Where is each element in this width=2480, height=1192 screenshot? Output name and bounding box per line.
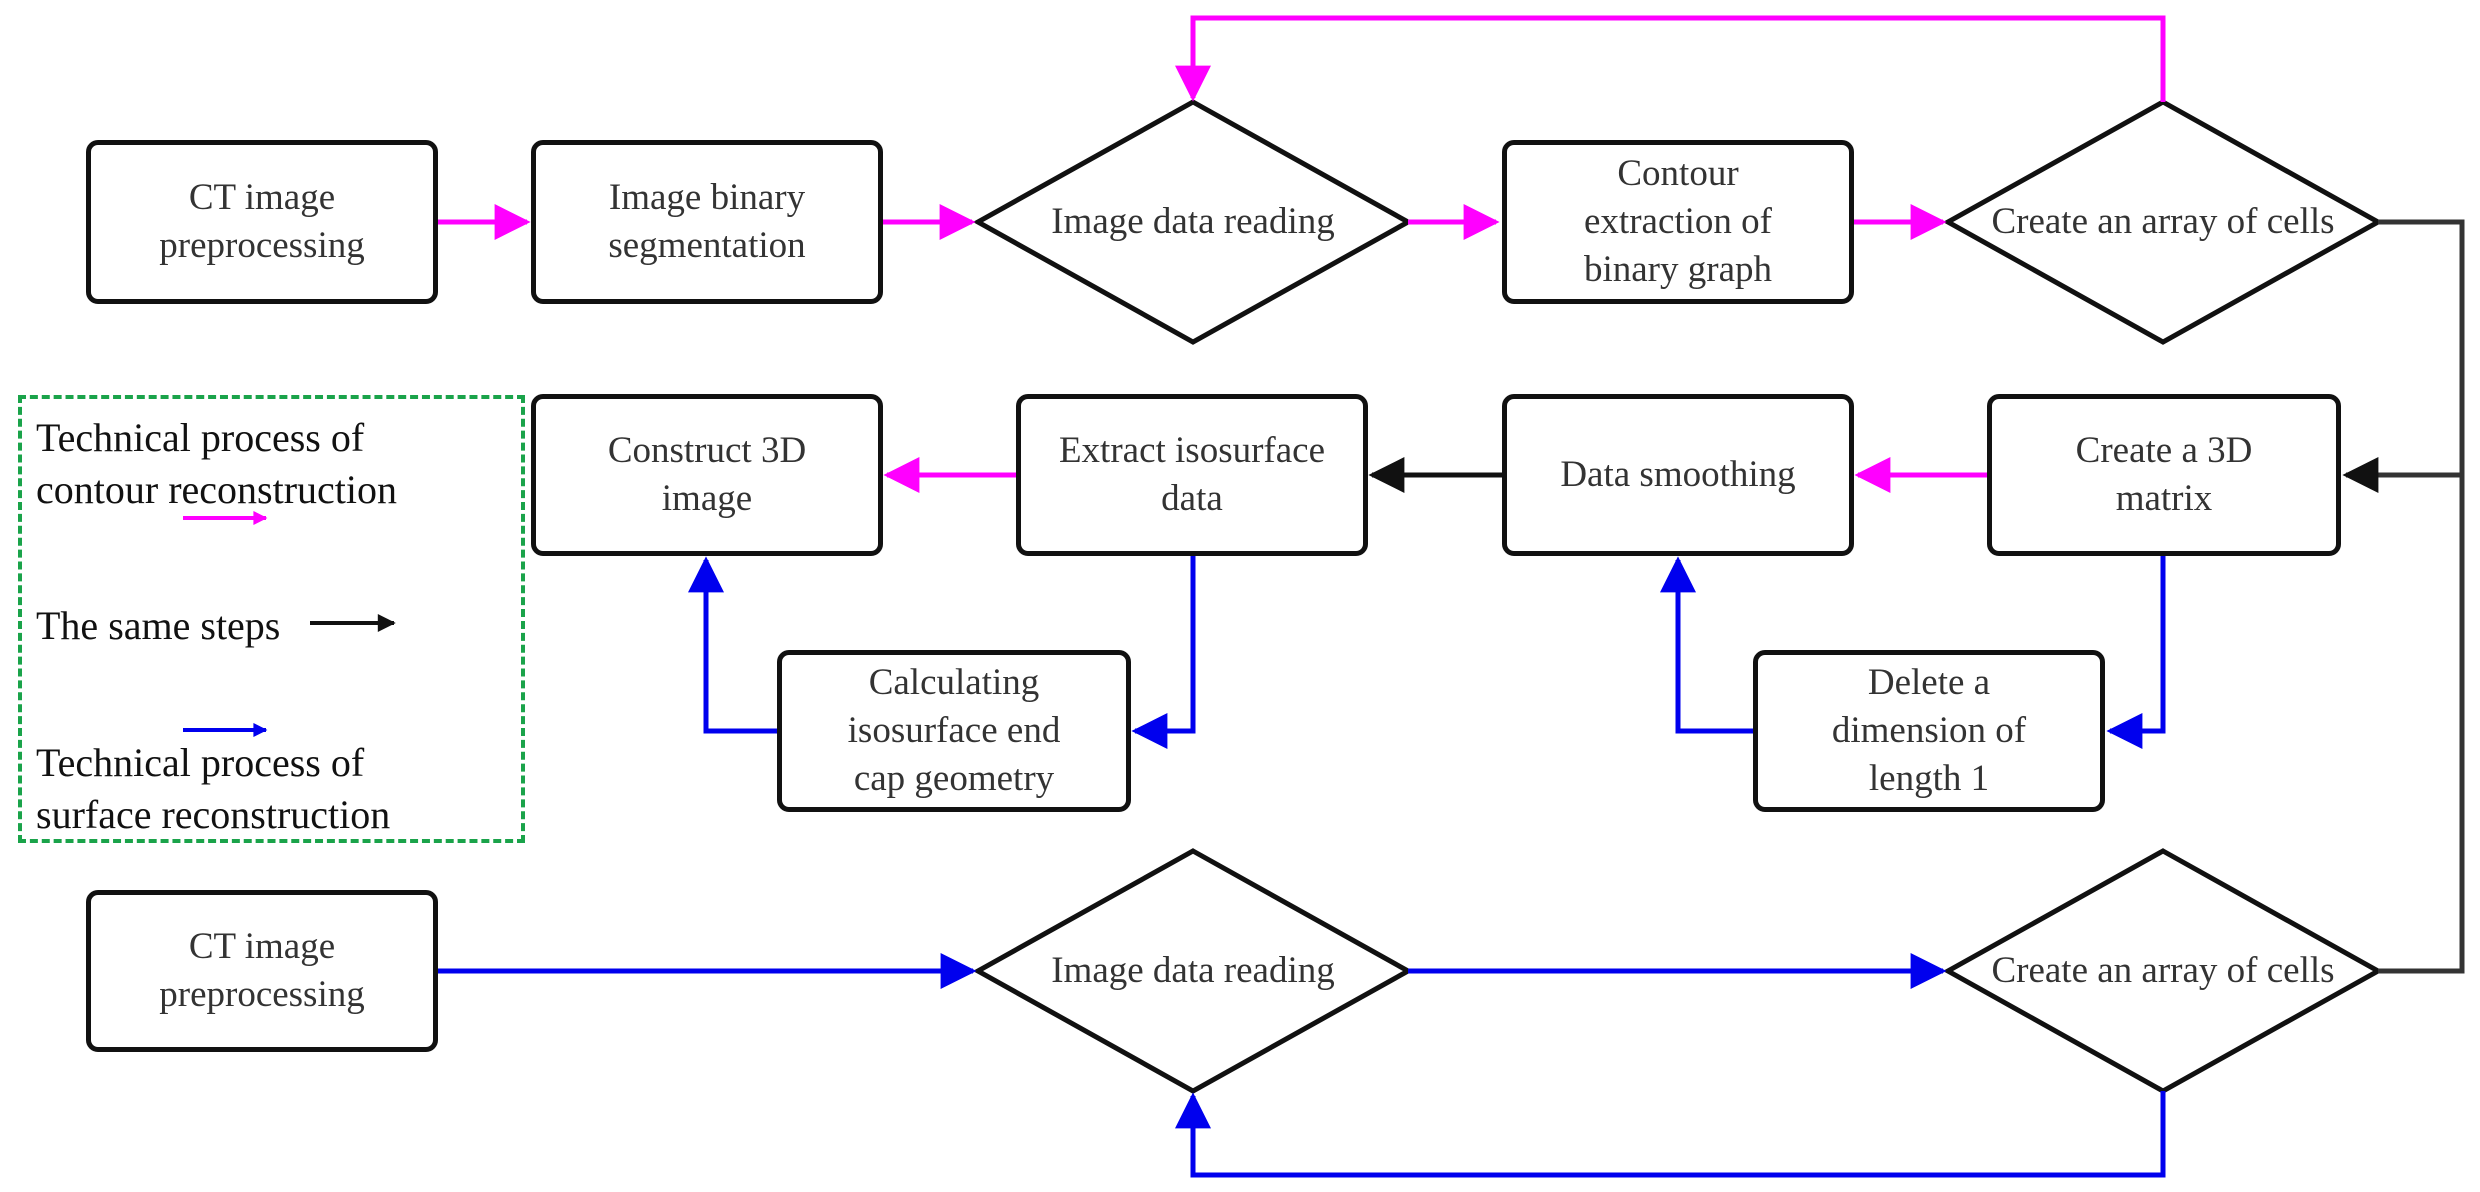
line-cells-top-right [2342, 219, 2465, 493]
legend-contour-line1: Technical process of [36, 415, 365, 460]
diamond-shape-read-top [972, 99, 1414, 345]
box-create-3d-matrix: Create a 3D matrix [1987, 394, 2341, 556]
arrow-matrix-to-delete [2106, 556, 2166, 749]
arrow-delete-to-smoothing [1660, 556, 1753, 734]
box-ct-preprocessing-top: CT image preprocessing [86, 140, 438, 304]
diamond-shape-read-bottom [972, 848, 1414, 1094]
diamond-label: Create an array of cells [1991, 950, 2335, 991]
legend-same-steps: The same steps [36, 603, 281, 648]
legend: Technical process of contour reconstruct… [18, 395, 525, 843]
box-data-smoothing: Data smoothing [1502, 394, 1854, 556]
box-label: Data smoothing [1560, 454, 1796, 495]
box-label: Delete a dimension of length 1 [1831, 662, 2027, 799]
arrow-endcap-to-construct [688, 556, 777, 734]
box-label: Construct 3D image [607, 430, 807, 519]
diamond-image-data-reading-top: Image data reading [978, 192, 1408, 252]
box-label: Image binary segmentation [608, 177, 806, 266]
box-calculating-isosurface-end-cap: Calculating isosurface end cap geometry [777, 650, 1131, 812]
arrow-cells-loop-to-read [1175, 15, 2166, 102]
arrow-extract-to-endcap [1131, 556, 1196, 749]
arrow-cells-bottom-loop-to-read [1175, 1091, 2166, 1178]
box-ct-preprocessing-bottom: CT image preprocessing [86, 890, 438, 1052]
box-label: Create a 3D matrix [2075, 430, 2253, 519]
legend-surface-line1: Technical process of [36, 740, 365, 785]
box-contour-extraction: Contour extraction of binary graph [1502, 140, 1854, 304]
legend-contour-line2: contour reconstruction [36, 467, 397, 512]
box-image-binary-segmentation: Image binary segmentation [531, 140, 883, 304]
box-label: CT image preprocessing [159, 926, 365, 1015]
box-label: CT image preprocessing [159, 177, 365, 266]
diamond-label: Create an array of cells [1991, 201, 2335, 242]
diamond-create-array-of-cells-bottom: Create an array of cells [1938, 941, 2388, 1001]
diamond-label: Image data reading [1051, 201, 1335, 242]
box-label: Calculating isosurface end cap geometry [847, 662, 1061, 799]
box-label: Contour extraction of binary graph [1583, 153, 1773, 290]
box-label: Extract isosurface data [1058, 430, 1326, 519]
box-extract-isosurface-data: Extract isosurface data [1016, 394, 1368, 556]
box-construct-3d-image: Construct 3D image [531, 394, 883, 556]
legend-surface-line2: surface reconstruction [36, 792, 391, 837]
diamond-label: Image data reading [1051, 950, 1335, 991]
diamond-image-data-reading-bottom: Image data reading [978, 941, 1408, 1001]
box-delete-dimension: Delete a dimension of length 1 [1753, 650, 2105, 812]
diamond-shape-cells-top [1942, 99, 2384, 345]
diamond-create-array-of-cells-top: Create an array of cells [1938, 192, 2388, 252]
line-cells-bottom-right [2378, 475, 2465, 974]
